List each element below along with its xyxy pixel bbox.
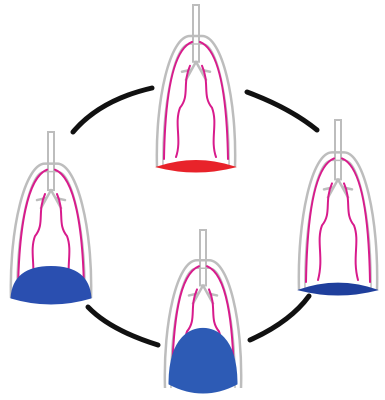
cycle-arc-bottom-right	[250, 296, 309, 340]
trachea	[200, 230, 206, 285]
cycle-arc-top-left	[73, 88, 152, 132]
lung-contour-right	[342, 158, 370, 282]
lung-figure-top	[157, 5, 235, 172]
trachea	[48, 132, 54, 190]
lung-contour-right	[200, 42, 228, 159]
trachea	[193, 5, 199, 62]
diaphragm	[169, 328, 237, 393]
lung-contour-left	[306, 158, 334, 282]
lung-figure-left	[11, 132, 91, 304]
cycle-ring	[73, 88, 317, 345]
lung-figure-right	[299, 120, 377, 295]
cycle-arc-bottom-left	[88, 307, 158, 345]
lung-figure-bottom	[165, 230, 241, 393]
diaphragm	[11, 266, 91, 304]
cycle-arc-top-right	[247, 92, 317, 130]
diaphragm	[157, 160, 235, 172]
trachea	[335, 120, 341, 179]
diaphragm	[299, 283, 377, 295]
lung-contour-left	[164, 42, 192, 159]
